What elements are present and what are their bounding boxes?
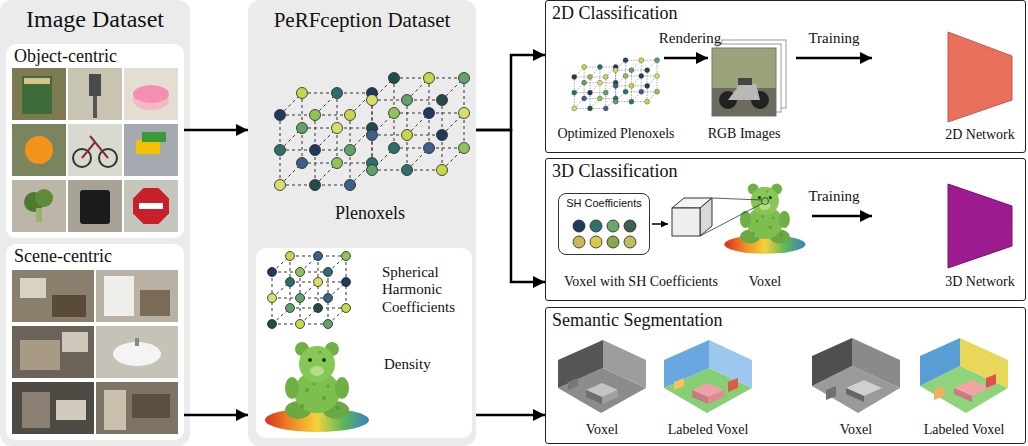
render-arrow — [664, 57, 708, 60]
sh-coefficient-dots — [573, 220, 636, 248]
figure-caption: Optimized Plenoxels — [557, 126, 674, 142]
labeled-voxel-scene — [664, 340, 752, 413]
figure-caption: Voxel — [749, 274, 781, 290]
grey-voxel-scene — [558, 340, 646, 413]
dataset-panel: Image DatasetObject-centricScene-centric — [0, 0, 190, 446]
component-label: Spherical Harmonic Coefficients — [382, 264, 464, 316]
task-title: 3D Classification — [552, 161, 677, 182]
group-title: Scene-centric — [14, 246, 112, 267]
image-group: Object-centric — [6, 44, 184, 238]
zoom-lines — [700, 198, 769, 237]
flow-arrow — [184, 414, 248, 417]
network-label: 3D Network — [945, 274, 1015, 290]
network-label: 2D Network — [945, 127, 1015, 143]
flow-arrow — [476, 55, 545, 130]
train-arrow — [812, 215, 872, 218]
panel-title: Image Dataset — [26, 6, 164, 34]
group-title: Object-centric — [14, 46, 117, 67]
object-photos — [12, 68, 178, 232]
voxel-cube — [672, 198, 712, 236]
figure-caption: Labeled Voxel — [668, 422, 749, 438]
network-3d — [948, 184, 1012, 268]
grey-voxel-scene — [812, 338, 900, 413]
step-label: Rendering — [659, 30, 721, 47]
figure-caption: Labeled Voxel — [924, 422, 1005, 438]
sh-cube — [268, 252, 351, 329]
figure-caption: Voxel — [840, 422, 872, 438]
image-group: Scene-centric — [6, 244, 184, 440]
flow-arrow — [476, 414, 545, 417]
network-2d — [948, 32, 1012, 122]
box-label: SH Coefficients — [566, 197, 642, 210]
flow-arrow — [476, 130, 545, 282]
flow-arrow — [184, 129, 248, 132]
representation-label: Plenoxels — [335, 203, 405, 224]
figure-caption: RGB Images — [708, 126, 781, 142]
component-label: Density — [384, 356, 431, 373]
task-title: 2D Classification — [552, 3, 677, 24]
representation-group: Spherical Harmonic CoefficientsDensity — [256, 248, 472, 438]
plenoxel-grid — [275, 73, 470, 191]
small-arrow — [652, 223, 668, 225]
optimized-grid — [572, 58, 660, 111]
figure-caption: Voxel with SH Coefficients — [564, 274, 718, 290]
train-arrow — [796, 57, 872, 60]
figure-caption: Voxel — [586, 422, 618, 438]
density-teddy — [265, 342, 369, 432]
task-title: Semantic Segmentation — [552, 310, 722, 331]
step-label: Training — [808, 30, 859, 47]
voxel-teddy — [724, 184, 805, 254]
rgb-images — [712, 40, 786, 116]
scene-photos — [12, 270, 178, 434]
step-label: Training — [808, 188, 859, 205]
labeled-voxel-scene — [920, 338, 1008, 413]
coefficient-box: SH Coefficients — [558, 193, 650, 255]
panel-title: PeRFception Dataset — [274, 8, 451, 32]
